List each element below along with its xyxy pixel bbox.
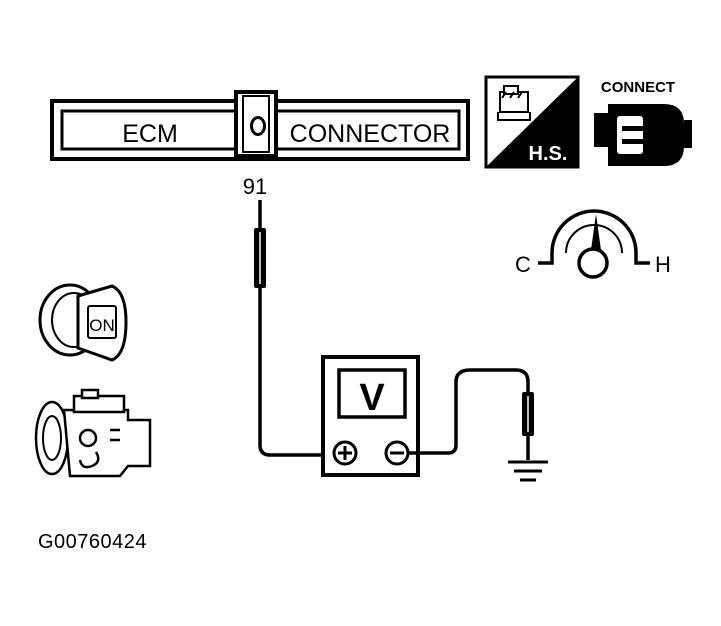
- ecm-label: ECM: [122, 120, 178, 148]
- hot-engine-icon: H.S.: [484, 75, 580, 169]
- gauge-hot-label: H: [655, 252, 671, 277]
- positive-lead: [254, 200, 333, 457]
- ignition-key-icon: ON: [38, 283, 128, 362]
- negative-lead: [409, 368, 534, 460]
- ecm-connector: ECM CONNECTOR: [50, 90, 470, 161]
- voltmeter: V: [321, 355, 420, 477]
- figure-id: G00760424: [38, 531, 148, 553]
- positive-terminal: [332, 440, 358, 466]
- connector-label: CONNECTOR: [290, 120, 451, 148]
- ignition-on-label: ON: [89, 316, 115, 335]
- terminal-number: 91: [243, 174, 267, 199]
- negative-terminal: [384, 440, 410, 466]
- connect-label: CONNECT: [601, 79, 675, 96]
- connector-plug-icon: CONNECT: [594, 79, 692, 166]
- hot-start-label: H.S.: [529, 143, 568, 165]
- temperature-gauge-icon: C H: [515, 209, 671, 279]
- engine-icon: [34, 388, 152, 478]
- gauge-cold-label: C: [515, 252, 531, 277]
- ground-icon: [508, 460, 548, 482]
- voltmeter-display: V: [359, 377, 385, 419]
